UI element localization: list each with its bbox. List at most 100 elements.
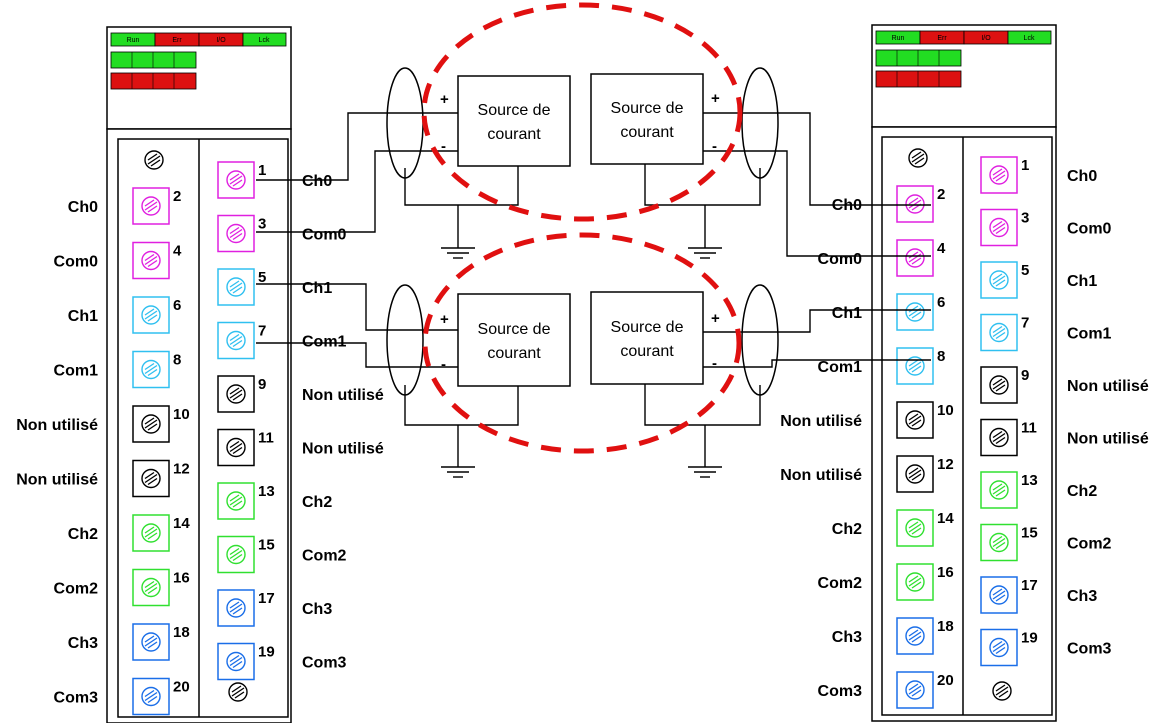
source-4-minus: -	[712, 355, 717, 372]
left-terminal-label-com2: Com2	[54, 581, 99, 598]
source-1-label-line2: courant	[487, 126, 541, 143]
right-terminal-label-com3: Com3	[818, 683, 863, 700]
left-led-io-label: I/O	[216, 37, 226, 44]
highlight-bottom	[422, 232, 742, 454]
left-terminal-label-ch1: Ch1	[68, 308, 98, 325]
left-terminal-number: 13	[258, 483, 275, 500]
highlight-top	[421, 2, 743, 222]
right-terminal-17-box	[980, 576, 1018, 614]
right-terminal-label-com0: Com0	[818, 251, 863, 268]
left-terminal-number: 16	[173, 570, 190, 587]
right-led-run-label: Run	[892, 35, 905, 42]
right-terminal-number: 1	[1021, 157, 1029, 174]
source-1-label-line1: Source de	[478, 102, 551, 119]
cable-shield-4	[741, 284, 779, 396]
left-terminal-label-non-utilise: Non utilisé	[302, 441, 384, 458]
left-terminal-label-non-utilise: Non utilisé	[16, 472, 98, 489]
left-terminal-number: 9	[258, 376, 266, 393]
right-terminal-number: 13	[1021, 472, 1038, 489]
left-terminal-label-com2: Com2	[302, 548, 347, 565]
left-terminal-number: 17	[258, 590, 275, 607]
left-terminal-number: 18	[173, 624, 190, 641]
left-terminal-label-com0: Com0	[54, 254, 99, 271]
right-terminal-label-com2: Com2	[818, 575, 863, 592]
source-3-label-line2: courant	[487, 345, 541, 362]
right-terminal-label-com2: Com2	[1067, 536, 1112, 553]
left-terminal-number: 7	[258, 323, 266, 340]
current-source-3	[457, 293, 571, 387]
right-terminal-label-ch1: Ch1	[1067, 273, 1097, 290]
right-terminal-number: 4	[937, 240, 946, 257]
left-terminal-number: 11	[258, 430, 274, 447]
right-terminal-label-com0: Com0	[1067, 221, 1112, 238]
right-terminal-number: 10	[937, 402, 954, 419]
left-terminal-label-non-utilise: Non utilisé	[16, 417, 98, 434]
source-1-plus: +	[440, 91, 449, 108]
source-4-label-line2: courant	[620, 343, 674, 360]
cable-shield-3	[386, 284, 424, 396]
right-status-leds: Run Err I/O Lck	[875, 30, 1052, 45]
right-terminal-number: 11	[1021, 420, 1037, 437]
right-terminal-number: 16	[937, 564, 954, 581]
left-terminal-label-ch3: Ch3	[302, 601, 332, 618]
cable-shield-1	[386, 67, 424, 179]
left-terminal-label-com3: Com3	[302, 655, 347, 672]
right-terminal-label-ch0: Ch0	[1067, 168, 1097, 185]
right-terminal-label-com3: Com3	[1067, 641, 1112, 658]
source-3-label-line1: Source de	[478, 321, 551, 338]
left-led-err-label: Err	[172, 37, 182, 44]
current-sources	[386, 67, 779, 396]
left-terminal-label-ch2: Ch2	[68, 526, 98, 543]
right-terminal-number: 17	[1021, 577, 1038, 594]
source-4-plus: +	[711, 310, 720, 327]
source-2-minus: -	[712, 138, 717, 155]
wires	[256, 112, 931, 478]
right-terminal-number: 15	[1021, 525, 1038, 542]
left-terminal-label-ch2: Ch2	[302, 494, 332, 511]
left-terminal-label-com3: Com3	[54, 690, 99, 707]
source-2-label-line1: Source de	[611, 100, 684, 117]
right-terminal-label-com1: Com1	[1067, 326, 1112, 343]
right-terminal-label-com1: Com1	[818, 359, 863, 376]
right-channel-leds	[875, 49, 962, 88]
left-led-run-label: Run	[127, 37, 140, 44]
right-terminal-number: 8	[937, 348, 945, 365]
current-source-4	[590, 291, 704, 385]
right-terminal-label-ch3: Ch3	[1067, 588, 1097, 605]
left-terminal-label-com1: Com1	[302, 334, 347, 351]
left-terminal-label-ch0: Ch0	[68, 199, 98, 216]
right-led-err-label: Err	[937, 35, 947, 42]
right-led-io-label: I/O	[981, 35, 991, 42]
left-led-lck-label: Lck	[259, 37, 270, 44]
right-led-lck	[1007, 30, 1052, 45]
right-terminal-12-box	[896, 455, 934, 493]
left-terminal-number: 20	[173, 679, 190, 696]
current-source-2	[590, 73, 704, 165]
left-terminal-number: 4	[173, 243, 182, 260]
